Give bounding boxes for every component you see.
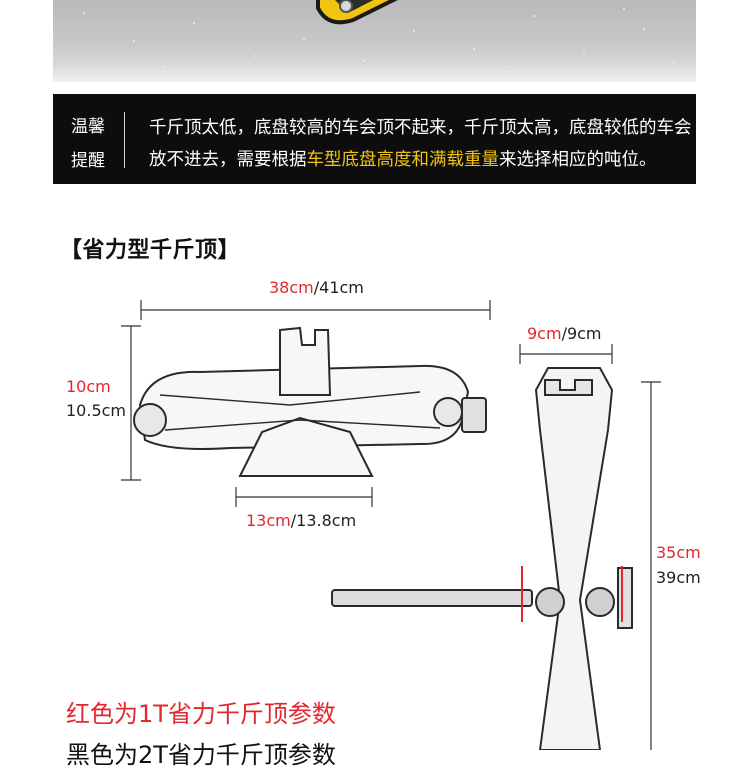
jack-handle-image [316, 0, 398, 25]
jack-diagram [121, 300, 661, 750]
reminder-line2: 放不进去，需要根据车型底盘高度和满载重量来选择相应的吨位。 [149, 144, 689, 176]
photo-speck [643, 28, 645, 30]
max-height-label-black: 39cm [656, 568, 701, 587]
section-title: 【省力型千斤顶】 [60, 238, 241, 263]
top-width-label: 9cm/9cm [527, 324, 602, 343]
reminder-line2-highlight: 车型底盘高度和满载重量 [306, 150, 500, 170]
photo-speck [363, 60, 365, 62]
top-width-red: 9cm [527, 324, 562, 343]
photo-speck [163, 66, 165, 68]
photo-speck [253, 55, 255, 57]
reminder-tag-line1: 温馨 [71, 117, 105, 137]
base-red: 13cm [246, 511, 291, 530]
product-photo-strip [53, 0, 696, 82]
photo-speck [413, 30, 415, 32]
reminder-line1: 千斤顶太低，底盘较高的车会顶不起来，千斤顶太高，底盘较低的车会 [149, 118, 692, 138]
length-label: 38cm/41cm [269, 278, 364, 297]
legend-red-text: 红色为1T省力千斤顶参数 [66, 700, 336, 728]
photo-speck [508, 66, 510, 68]
photo-speck [133, 40, 135, 42]
photo-speck [623, 8, 625, 10]
photo-speck [533, 15, 535, 17]
top-width-black: /9cm [561, 324, 602, 343]
reminder-line2-pre: 放不进去，需要根据 [149, 150, 307, 170]
jack-side-view [331, 367, 633, 750]
reminder-banner: 温馨 提醒 千斤顶太低，底盘较高的车会顶不起来，千斤顶太高，底盘较低的车会 放不… [53, 94, 696, 184]
photo-speck [673, 62, 675, 64]
reminder-line2-post: 来选择相应的吨位。 [499, 150, 657, 170]
base-label: 13cm/13.8cm [246, 511, 356, 530]
length-red: 38cm [269, 278, 314, 297]
height-label-black: 10.5cm [66, 401, 127, 420]
photo-speck [303, 38, 305, 40]
height-label-red: 10cm [66, 377, 111, 396]
length-black: /41cm [313, 278, 364, 297]
photo-speck [583, 52, 585, 54]
base-black: /13.8cm [290, 511, 357, 530]
banner-divider [124, 112, 125, 168]
max-height-label-red: 35cm [656, 543, 701, 562]
legend-black-text: 黑色为2T省力千斤顶参数 [66, 741, 336, 769]
jack-front-view [133, 326, 487, 477]
photo-speck [473, 48, 475, 50]
photo-speck [83, 12, 85, 14]
reminder-text: 千斤顶太低，底盘较高的车会顶不起来，千斤顶太高，底盘较低的车会 放不进去，需要根… [149, 112, 692, 176]
photo-speck [193, 22, 195, 24]
reminder-tag-line2: 提醒 [71, 151, 105, 171]
